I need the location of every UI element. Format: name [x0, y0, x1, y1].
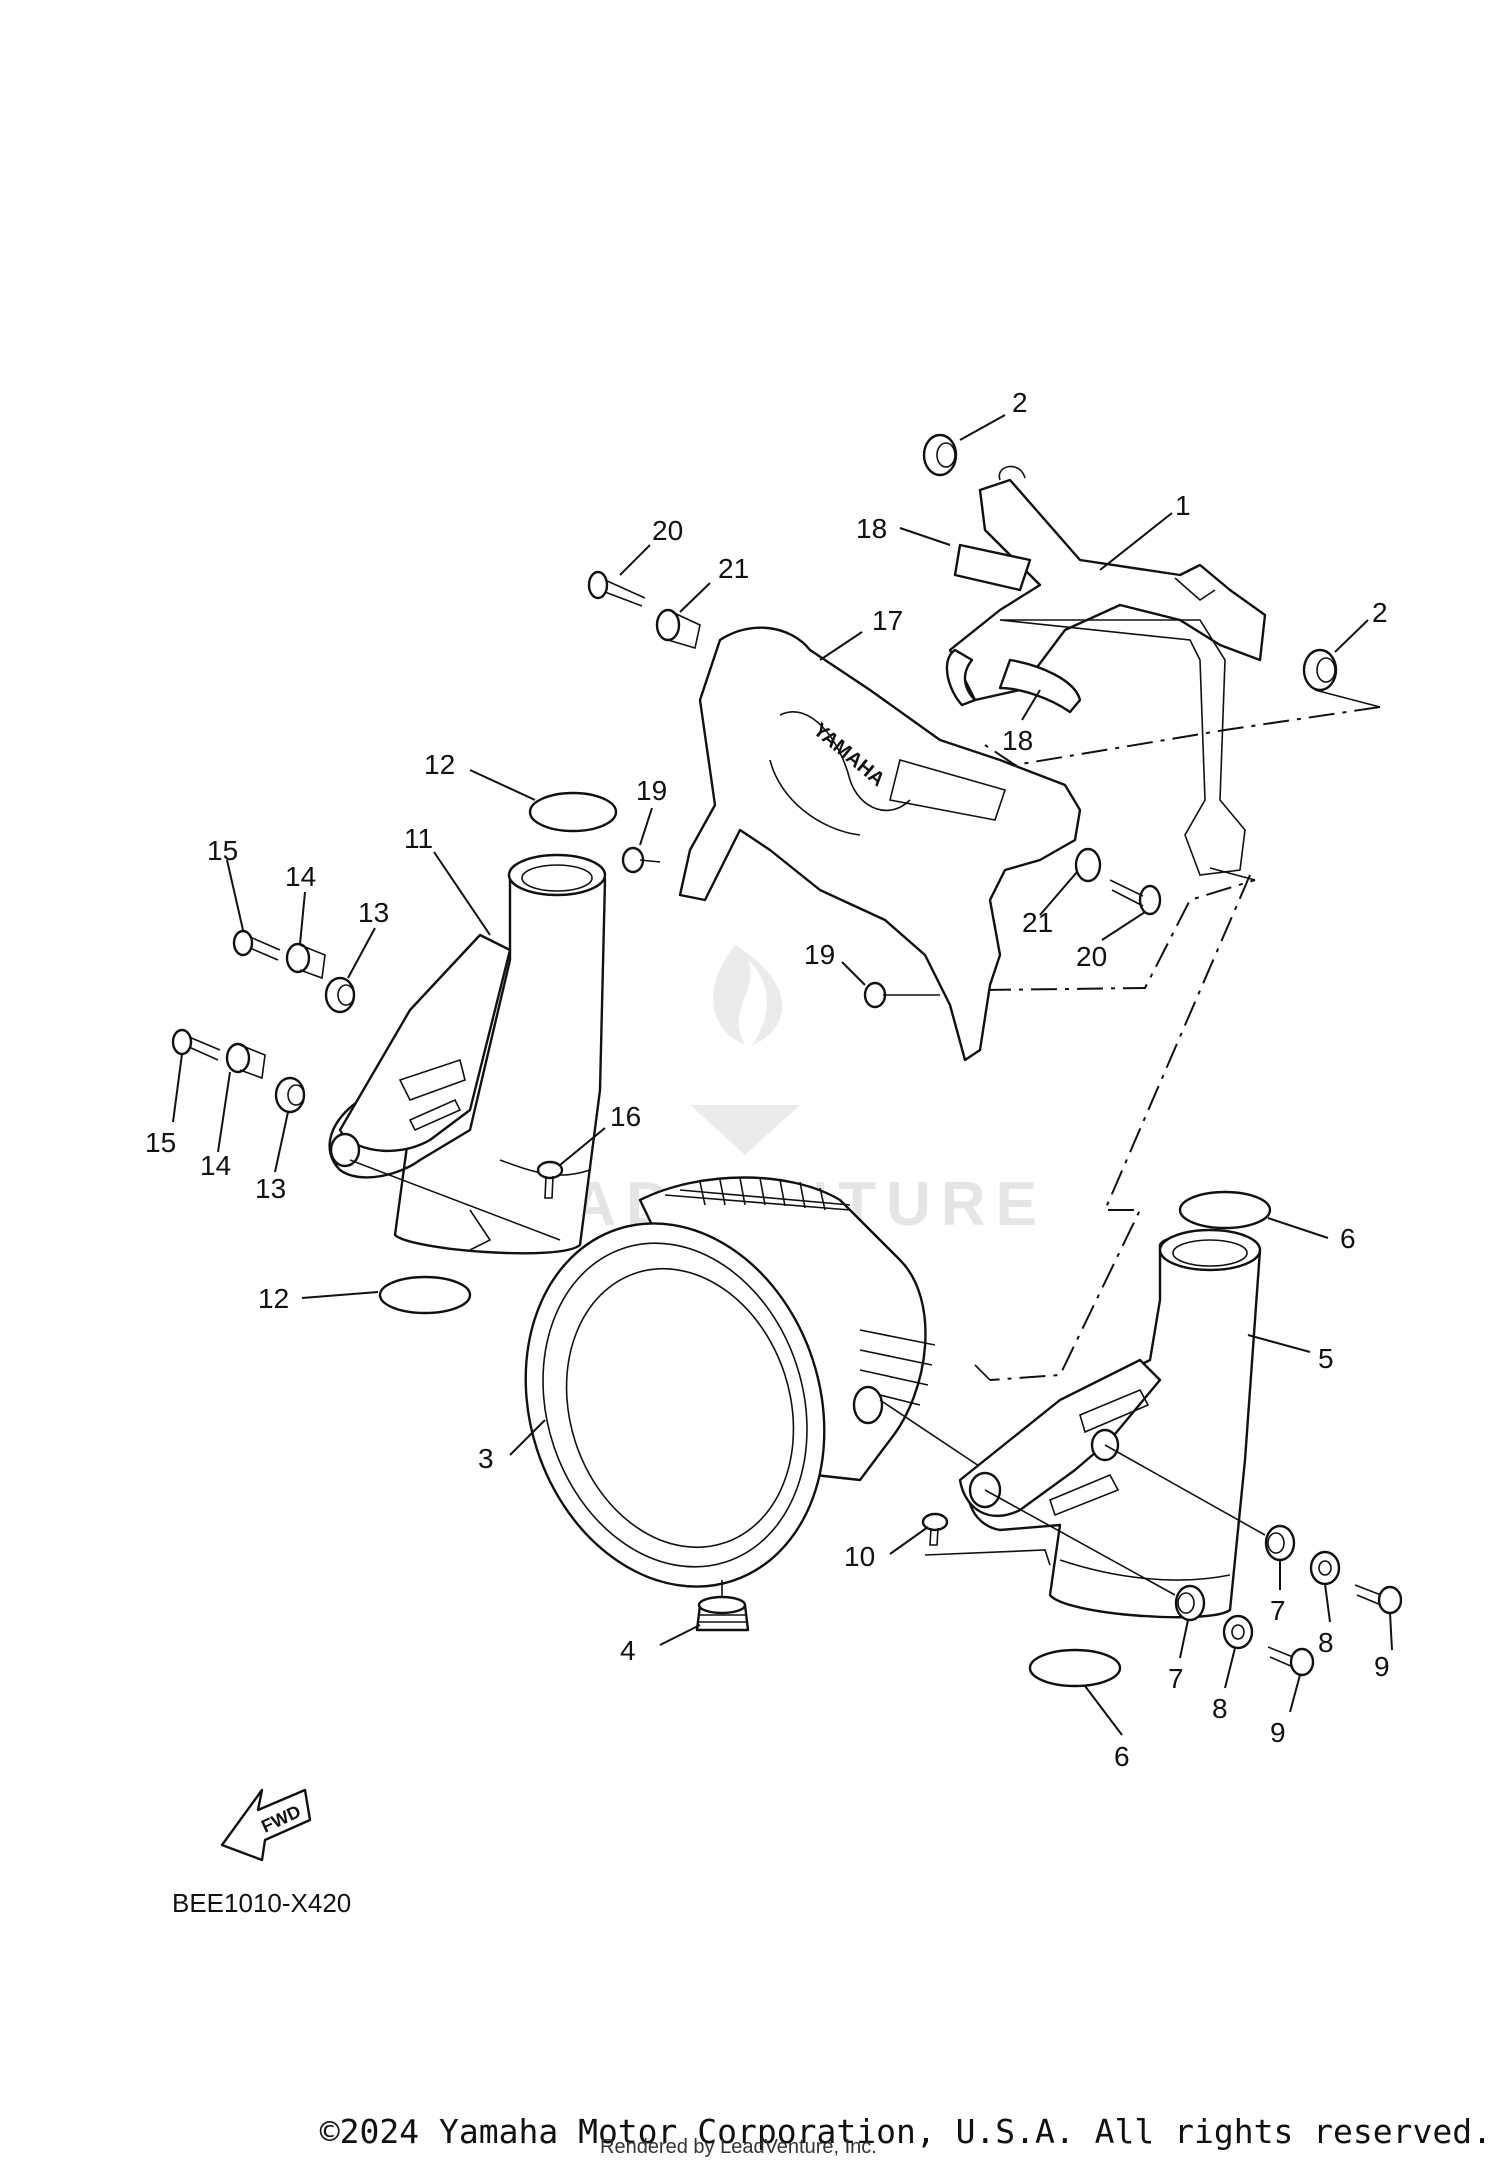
- part-10-screw: [921, 1512, 949, 1546]
- part-19-clip-lower: [863, 981, 940, 1009]
- watermark-v-icon: [690, 1105, 800, 1155]
- callout-20: 20: [652, 515, 683, 546]
- part-15-bolt-lower: [171, 1028, 221, 1061]
- callout-19: 19: [804, 939, 835, 970]
- part-9-bolt-upper: [1354, 1584, 1403, 1615]
- callout-labels: 2 1 18 20 21 2 17 18 12 19 11 15 14 13 2…: [145, 387, 1390, 1772]
- callout-17: 17: [872, 605, 903, 636]
- callout-5: 5: [1318, 1343, 1334, 1374]
- callout-9: 9: [1270, 1717, 1286, 1748]
- callout-4: 4: [620, 1635, 636, 1666]
- part-2-grommet-top: [922, 433, 958, 477]
- callout-8: 8: [1318, 1627, 1334, 1658]
- fwd-arrow-icon: FWD: [220, 1788, 312, 1862]
- part-14-collar-upper: [285, 942, 326, 980]
- callout-14: 14: [285, 861, 316, 892]
- part-15-bolt-upper: [232, 929, 281, 961]
- part-14-collar-lower: [225, 1042, 266, 1080]
- part-12-o-ring-top: [528, 791, 618, 833]
- callout-2: 2: [1372, 597, 1388, 628]
- callout-12: 12: [258, 1283, 289, 1314]
- callout-8: 8: [1212, 1693, 1228, 1724]
- callout-7: 7: [1168, 1663, 1184, 1694]
- callout-3: 3: [478, 1443, 494, 1474]
- part-2-grommet-right: [1302, 648, 1338, 692]
- part-6-o-ring-bottom: [1028, 1648, 1122, 1688]
- part-18-pad-lower: [998, 658, 1082, 714]
- part-8-collar-lower: [1222, 1614, 1254, 1650]
- rendered-by-credit: Rendered by LeadVenture, Inc.: [600, 2136, 877, 2158]
- part-12-o-ring-bottom: [378, 1275, 472, 1315]
- callout-21: 21: [718, 553, 749, 584]
- part-20-bolt-right: [1109, 879, 1162, 916]
- callout-11: 11: [404, 823, 433, 854]
- copyright-notice: ©2024 Yamaha Motor Corporation, U.S.A. A…: [319, 2112, 1492, 2151]
- callout-9: 9: [1374, 1651, 1390, 1682]
- part-16-screw: [536, 1160, 564, 1199]
- part-20-bolt-upper-left: [587, 570, 646, 607]
- part-21-collar-right: [1074, 847, 1102, 883]
- callout-13: 13: [358, 897, 389, 928]
- part-18-pad-top: [953, 543, 1032, 592]
- part-9-bolt-lower: [1267, 1646, 1315, 1677]
- part-7-grommet-lower: [1174, 1584, 1206, 1622]
- part-4-headlight-grommet: [695, 1580, 750, 1632]
- part-11-left-bracket: [328, 853, 607, 1255]
- part-17-headlight-cover: YAMAHA: [678, 619, 1246, 1062]
- callout-14: 14: [200, 1150, 231, 1181]
- part-13-grommet-upper: [324, 976, 356, 1014]
- part-19-clip-left: [621, 846, 661, 874]
- part-3-headlight-unit: [524, 1176, 1001, 1588]
- part-7-grommet-upper: [1264, 1524, 1296, 1562]
- callout-16: 16: [610, 1101, 641, 1132]
- callout-10: 10: [844, 1541, 875, 1572]
- callout-19: 19: [636, 775, 667, 806]
- callout-1: 1: [1175, 490, 1191, 521]
- callout-7: 7: [1270, 1595, 1286, 1626]
- part-13-grommet-lower: [274, 1076, 306, 1114]
- callout-20: 20: [1076, 941, 1107, 972]
- callout-15: 15: [145, 1127, 176, 1158]
- callout-18: 18: [1002, 725, 1033, 756]
- part-8-collar-upper: [1309, 1550, 1341, 1586]
- assembly-chain-lines: [924, 689, 1381, 1566]
- part-1-headlight-stay: [945, 465, 1267, 707]
- callout-18: 18: [856, 513, 887, 544]
- part-6-o-ring-top: [1178, 1190, 1272, 1230]
- drawing-code: BEE1010-X420: [172, 1888, 352, 1918]
- callout-13: 13: [255, 1173, 286, 1204]
- callout-2: 2: [1012, 387, 1028, 418]
- leader-lines: [172, 414, 1393, 1736]
- part-21-collar-upper-left: [655, 608, 701, 650]
- callout-12: 12: [424, 749, 455, 780]
- callout-6: 6: [1114, 1741, 1130, 1772]
- callout-21: 21: [1022, 907, 1053, 938]
- watermark-flame-icon: [713, 945, 783, 1045]
- callout-15: 15: [207, 835, 238, 866]
- callout-6: 6: [1340, 1223, 1356, 1254]
